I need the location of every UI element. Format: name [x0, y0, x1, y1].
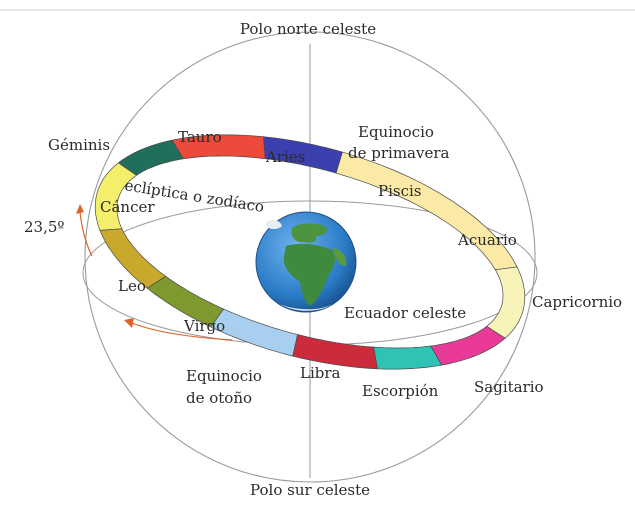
sign-label-aries: Aries [265, 148, 305, 166]
arabia-landmass [334, 248, 347, 266]
equator-label: Ecuador celeste [344, 304, 466, 322]
zodiac-segment-geminis [118, 139, 185, 176]
sign-label-sagitario: Sagitario [474, 378, 544, 396]
antarctica-landmass [280, 304, 332, 311]
zodiac-segment-tauro [171, 134, 266, 160]
autumn-equinox-line1: Equinocio [186, 367, 262, 385]
zodiac-segment-acuario [486, 266, 526, 339]
earth-globe [255, 211, 357, 313]
motion-arrowhead [124, 318, 134, 328]
zodiac-segment-sagitario [373, 345, 443, 370]
tilt-arc [79, 211, 93, 257]
zodiac-segment-piscis [335, 151, 518, 271]
south-pole-label: Polo sur celeste [250, 481, 370, 499]
zodiac-segment-virgo [146, 275, 225, 328]
zodiac-segment-libra [210, 308, 299, 357]
zodiac-segment-capricornio [430, 325, 506, 366]
zodiac-segment-cancer [94, 162, 137, 231]
sphere-outline [84, 31, 536, 483]
north-pole-label: Polo norte celeste [240, 20, 376, 38]
sign-label-piscis: Piscis [378, 182, 421, 200]
spring-equinox-line1: Equinocio [358, 123, 434, 141]
sign-label-tauro: Tauro [178, 128, 222, 146]
sign-label-acuario: Acuario [457, 231, 517, 249]
africa-landmass [283, 243, 335, 306]
zodiac-segment-escorpion [292, 334, 379, 370]
sign-label-capricornio: Capricornio [532, 293, 622, 311]
tilt-label: 23,5º [24, 218, 64, 236]
autumn-equinox-line2: de otoño [186, 389, 252, 407]
sign-label-libra: Libra [300, 364, 341, 382]
spring-equinox-line2: de primavera [348, 144, 450, 162]
europe-landmass [291, 223, 328, 243]
zodiac-segment-leo [99, 228, 167, 289]
zodiac-band [94, 134, 526, 370]
sign-label-leo: Leo [118, 277, 146, 295]
motion-arc [131, 322, 233, 341]
tilt-arrowhead [76, 204, 84, 214]
sign-label-geminis: Géminis [48, 136, 110, 154]
greenland-landmass [266, 219, 282, 229]
sign-label-escorpion: Escorpión [362, 382, 439, 400]
sign-label-virgo: Virgo [183, 317, 225, 335]
sign-label-cancer: Cáncer [100, 198, 155, 216]
